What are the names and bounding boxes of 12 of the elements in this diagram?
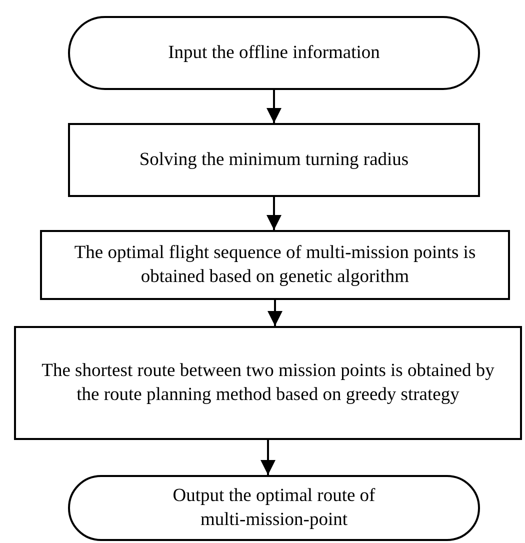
node-text: The optimal flight sequence of multi-mission points is obtained based on genetic algorithm — [73, 242, 477, 289]
process-box — [40, 230, 510, 300]
arrow — [266, 197, 282, 230]
node-text: Output the optimal route of multi-mission-point — [172, 484, 376, 532]
arrow — [268, 300, 282, 326]
node-text: Input the offline information — [168, 42, 380, 65]
process-box — [68, 123, 480, 197]
arrow — [266, 90, 282, 123]
node-text: The shortest route between two mission points is obtained by the route planning method based on greedy strategy — [40, 360, 496, 407]
process-box — [14, 326, 522, 440]
node-text: Solving the minimum turning radius — [139, 148, 409, 172]
arrow — [260, 440, 276, 475]
